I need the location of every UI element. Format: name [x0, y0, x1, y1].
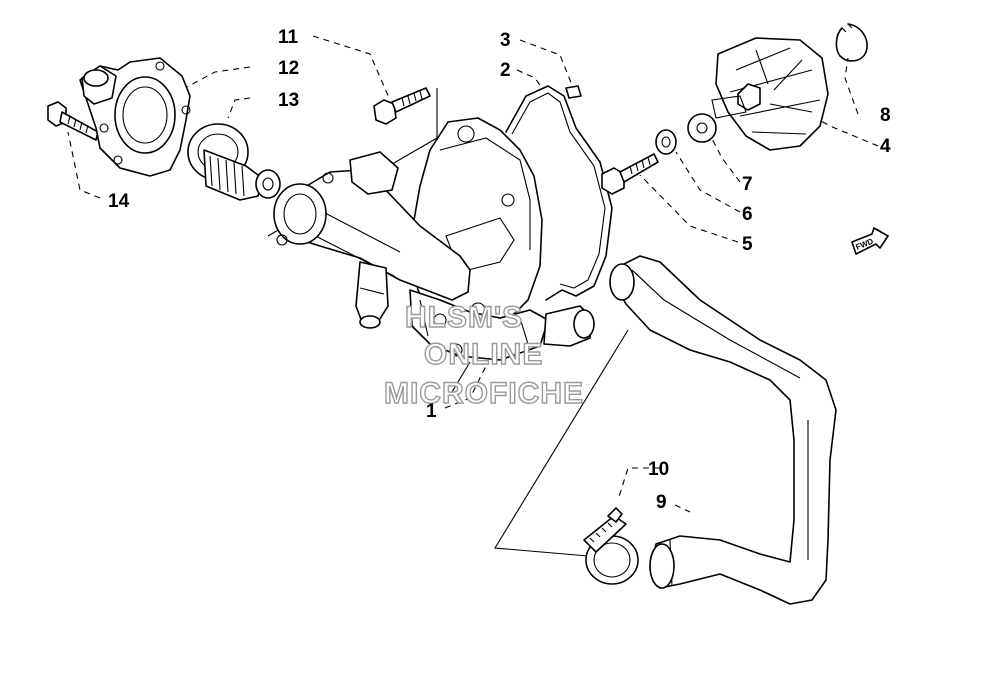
- callout-10: 10: [648, 459, 669, 480]
- part-5-bolt: [601, 153, 659, 195]
- part-1-water-pump-housing: [273, 117, 595, 361]
- part-12-thermostat-housing: [79, 57, 191, 177]
- callout-8: 8: [880, 105, 891, 126]
- callout-1: 1: [426, 401, 437, 422]
- part-10-hose-clamp: [583, 507, 639, 585]
- callout-7: 7: [742, 174, 753, 195]
- callout-12: 12: [278, 58, 299, 79]
- part-14-bolt: [47, 101, 99, 141]
- watermark-line-1: HLSM'S: [405, 301, 523, 334]
- callout-labels: 1 2 3 4 5 6 7 8 9 10 11 12 13 14: [108, 27, 891, 513]
- callout-4: 4: [880, 136, 891, 157]
- part-13-thermostat: [187, 123, 281, 201]
- callout-5: 5: [742, 234, 753, 255]
- callout-3: 3: [500, 30, 511, 51]
- callout-6: 6: [742, 204, 753, 225]
- callout-13: 13: [278, 90, 299, 111]
- watermark: HLSM'S ONLINE MICROFICHE: [383, 300, 584, 410]
- watermark-line-3: MICROFICHE: [384, 377, 584, 410]
- callout-11: 11: [278, 27, 299, 48]
- part-6-washer: [655, 129, 677, 155]
- part-8-snap-ring: [835, 23, 868, 62]
- callout-2: 2: [500, 60, 511, 81]
- part-11-bolt: [373, 87, 431, 125]
- callout-14: 14: [108, 191, 130, 212]
- part-3-dowel-pin: [565, 85, 582, 99]
- fwd-direction-arrow: FWD: [851, 227, 889, 255]
- part-9-coolant-hose: [609, 255, 837, 605]
- callout-9: 9: [656, 492, 667, 513]
- part-7-washer: [687, 113, 717, 143]
- watermark-line-2: ONLINE: [424, 338, 543, 371]
- part-4-impeller: [711, 37, 829, 151]
